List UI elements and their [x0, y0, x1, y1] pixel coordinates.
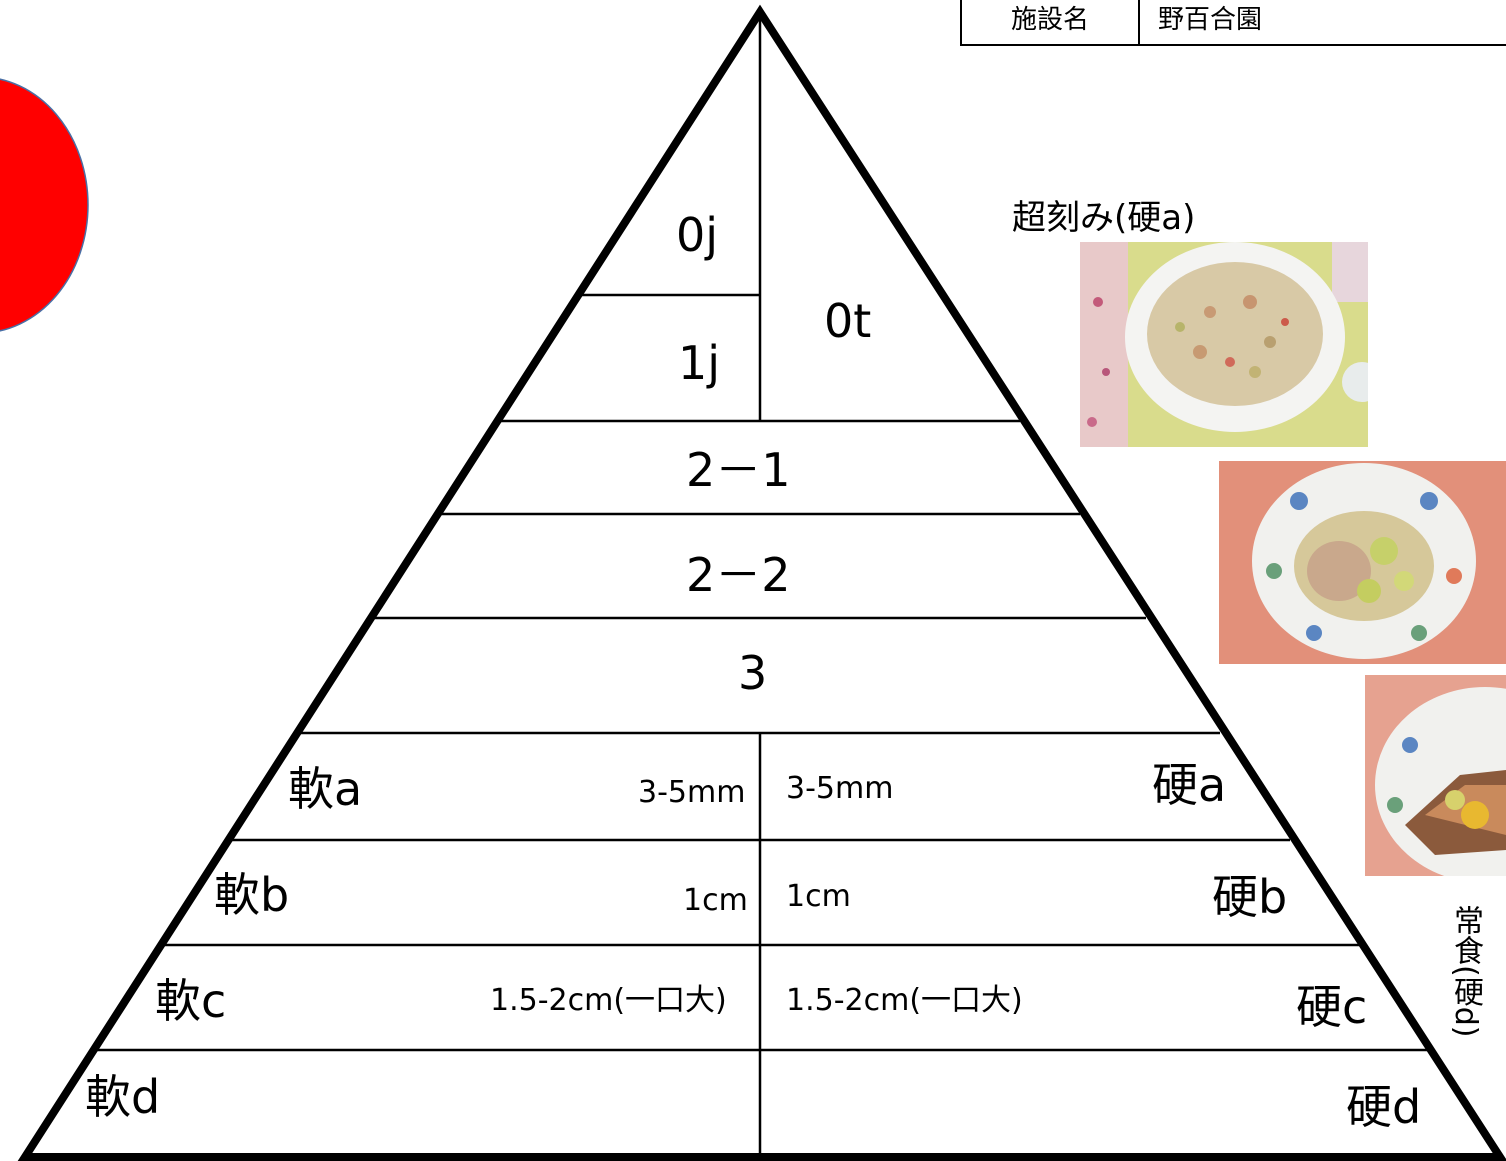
size-hard-a: 3-5mm: [786, 771, 894, 806]
red-circle-decoration: [0, 78, 89, 332]
pyramid-outline: [17, 4, 1506, 1161]
size-soft-a: 3-5mm: [638, 775, 746, 810]
label-soft-c: 軟c: [155, 974, 227, 1028]
label-hard-b: 硬b: [1212, 870, 1288, 924]
label-hard-a: 硬a: [1152, 758, 1227, 812]
label-hard-c: 硬c: [1296, 980, 1368, 1034]
label-0t: 0t: [824, 294, 872, 348]
size-soft-b: 1cm: [683, 883, 748, 918]
size-hard-c: 1.5-2cm(一口大): [786, 983, 1023, 1018]
photo-chopped-dish: [1219, 461, 1506, 664]
label-2-2: 2－2: [686, 548, 791, 602]
label-soft-a: 軟a: [288, 762, 363, 816]
size-soft-c: 1.5-2cm(一口大): [490, 983, 727, 1018]
caption-super-minced: 超刻み(硬a): [1012, 198, 1196, 238]
label-hard-d: 硬d: [1346, 1080, 1422, 1134]
label-0j: 0j: [676, 208, 719, 262]
label-3: 3: [738, 646, 768, 700]
size-hard-b: 1cm: [786, 879, 851, 914]
label-soft-b: 軟b: [214, 868, 290, 922]
caption-regular-meal: 常食(硬d): [1448, 905, 1483, 1038]
photo-super-minced-dish: [1080, 242, 1368, 447]
photo-regular-dish: [1365, 675, 1506, 876]
label-1j: 1j: [678, 336, 721, 390]
facility-value: 野百合園: [1158, 4, 1263, 35]
label-2-1: 2－1: [686, 443, 791, 497]
facility-label: 施設名: [962, 0, 1140, 44]
facility-name-table: 施設名 野百合園: [960, 0, 1506, 46]
label-soft-d: 軟d: [85, 1070, 161, 1124]
